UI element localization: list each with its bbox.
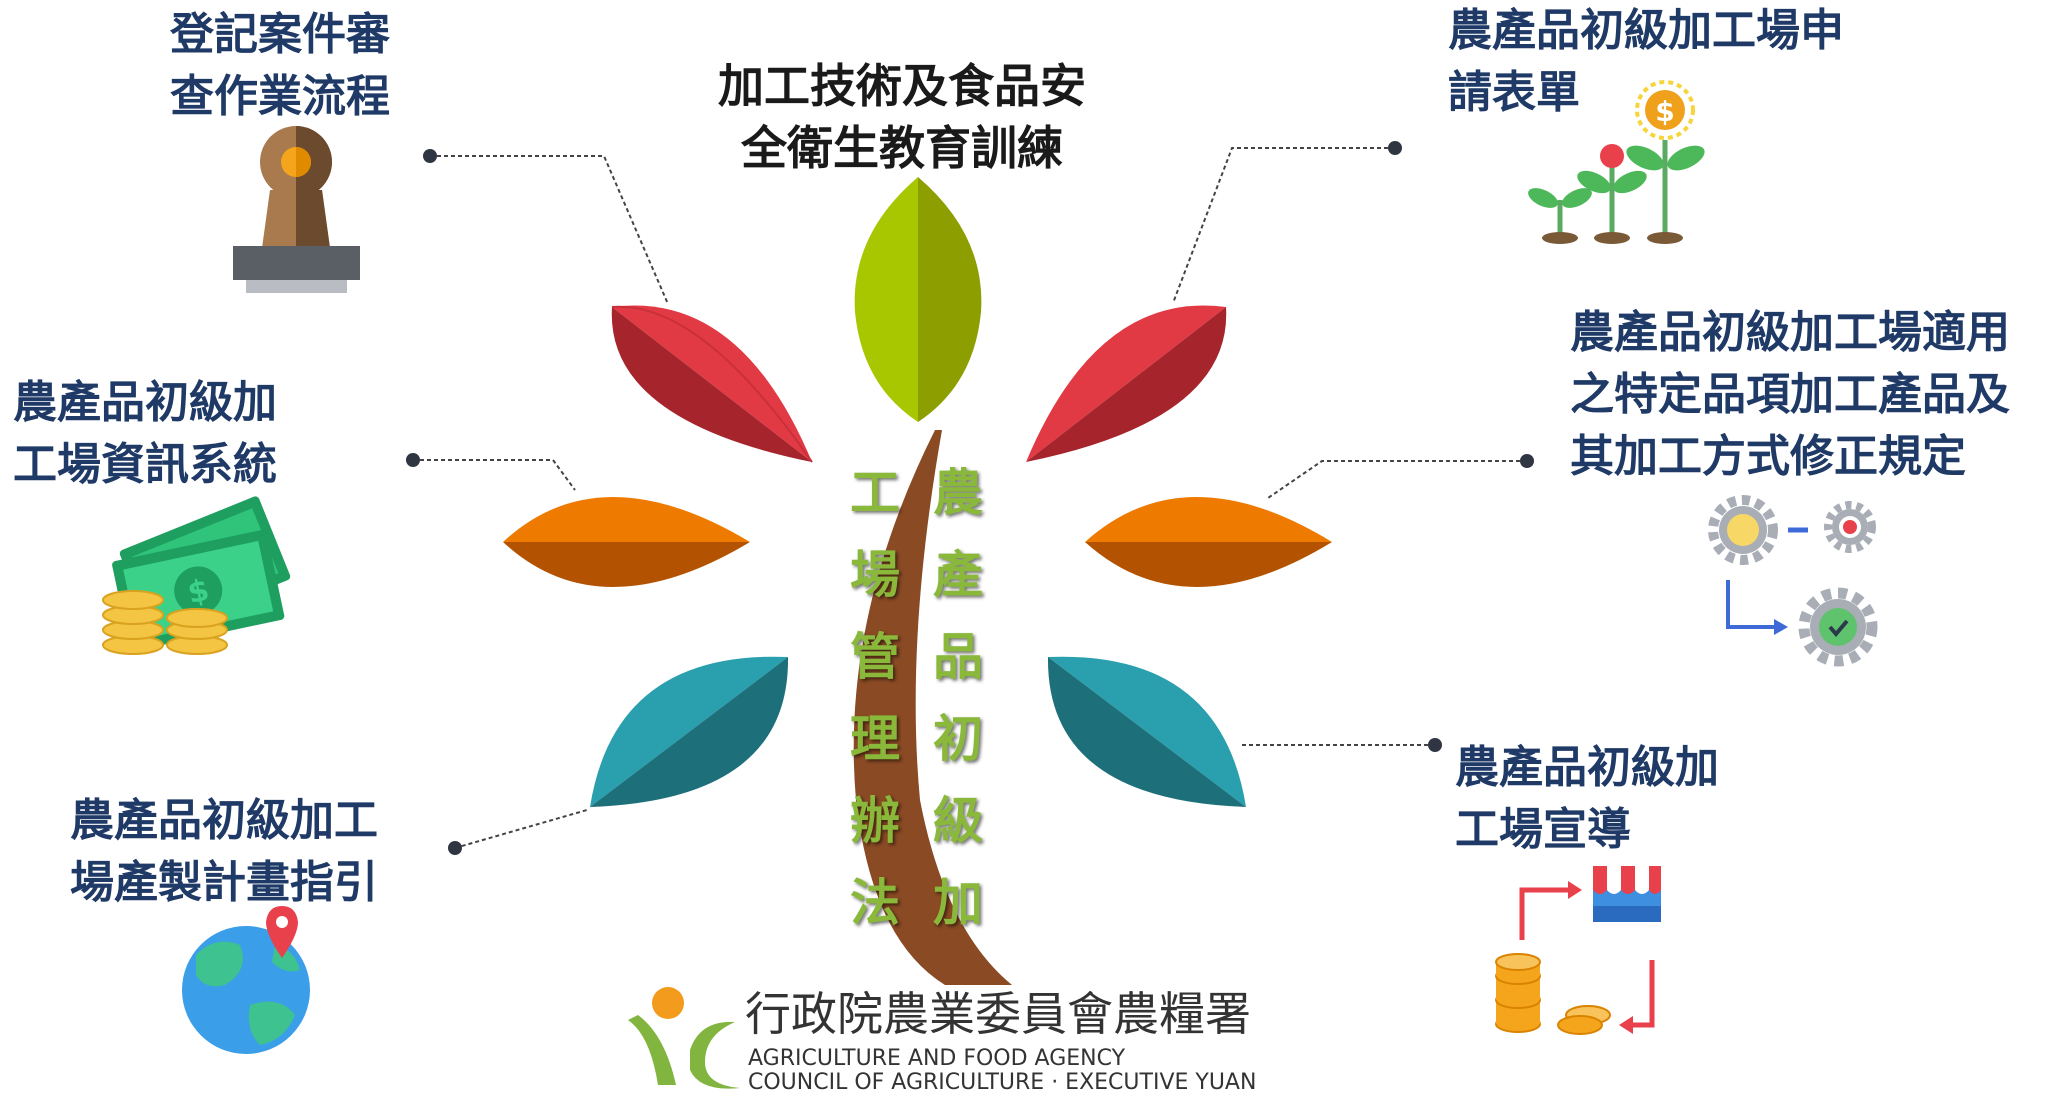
label-line: 農產品初級加工場適用 bbox=[1570, 307, 2010, 358]
label-line: 其加工方式修正規定 bbox=[1570, 431, 1966, 482]
label-application-forms: 農產品初級加工場申 請表單 bbox=[1448, 0, 1844, 124]
connector-top-right bbox=[1172, 147, 1395, 304]
trunk-char: 初 bbox=[933, 710, 983, 768]
label-line: 工場宣導 bbox=[1455, 804, 1631, 855]
money-icon: $ bbox=[102, 496, 291, 655]
center-title-line1: 加工技術及食品安 bbox=[718, 59, 1086, 113]
leaf-red-left bbox=[611, 305, 813, 463]
leaf-orange-left bbox=[503, 497, 750, 587]
center-title-line2: 全衛生教育訓練 bbox=[741, 121, 1063, 175]
trunk-char: 加 bbox=[933, 874, 983, 932]
trunk-char: 法 bbox=[850, 874, 900, 932]
agency-name-zh: 行政院農業委員會農糧署 bbox=[745, 987, 1251, 1041]
trunk-char: 管 bbox=[850, 628, 900, 686]
label-amended-regulations: 農產品初級加工場適用 之特定品項加工產品及 其加工方式修正規定 bbox=[1570, 302, 2010, 488]
label-line: 農產品初級加 bbox=[13, 377, 277, 428]
label-promotion: 農產品初級加 工場宣導 bbox=[1455, 737, 1719, 861]
label-line: 農產品初級加工 bbox=[70, 795, 378, 846]
label-line: 請表單 bbox=[1448, 67, 1580, 118]
leaf-orange-right bbox=[1085, 497, 1332, 587]
connector-dot bbox=[423, 149, 437, 163]
trunk-text-right: 農 產 品 初 級 加 bbox=[928, 452, 988, 944]
svg-text:$: $ bbox=[1655, 95, 1674, 128]
trunk-char: 理 bbox=[850, 710, 900, 768]
leaf-teal-left bbox=[590, 656, 789, 807]
connector-bot-left bbox=[454, 809, 588, 849]
label-line: 登記案件審 bbox=[170, 9, 390, 60]
trunk-char: 工 bbox=[850, 464, 900, 522]
globe-pin-icon bbox=[182, 906, 310, 1054]
connector-dot bbox=[1520, 454, 1534, 468]
label-line: 查作業流程 bbox=[170, 71, 390, 122]
label-production-guide: 農產品初級加工 場產製計畫指引 bbox=[70, 790, 378, 914]
trunk-char: 辦 bbox=[850, 792, 900, 850]
leaf-green-top bbox=[854, 177, 982, 422]
connector-dot bbox=[448, 841, 462, 855]
tree-trunk bbox=[853, 430, 1012, 985]
connector-top-left bbox=[430, 155, 669, 305]
growth-plant-icon: $ bbox=[1528, 80, 1705, 244]
label-registration-review: 登記案件審 查作業流程 bbox=[170, 4, 390, 128]
connector-mid-right bbox=[1267, 460, 1527, 499]
agency-name-en-line2: COUNCIL OF AGRICULTURE · EXECUTIVE YUAN bbox=[748, 1070, 1257, 1095]
process-gears-icon bbox=[1708, 495, 1878, 667]
connector-dot bbox=[406, 453, 420, 467]
supply-chain-icon bbox=[1495, 866, 1661, 1035]
trunk-char: 品 bbox=[933, 628, 983, 686]
label-line: 之特定品項加工產品及 bbox=[1570, 369, 2010, 420]
connector-dot bbox=[1428, 738, 1442, 752]
trunk-text-left: 工 場 管 理 辦 法 bbox=[845, 452, 905, 944]
center-title: 加工技術及食品安 全衛生教育訓練 bbox=[718, 55, 1086, 179]
label-line: 場產製計畫指引 bbox=[70, 857, 378, 908]
connector-mid-left bbox=[413, 459, 576, 491]
trunk-char: 產 bbox=[933, 546, 983, 604]
label-line: 工場資訊系統 bbox=[13, 439, 277, 490]
leaf-red-right bbox=[1026, 305, 1227, 462]
label-line: 農產品初級加工場申 bbox=[1448, 5, 1844, 56]
agency-logo-mark bbox=[628, 987, 740, 1089]
trunk-char: 級 bbox=[933, 792, 983, 850]
label-line: 農產品初級加 bbox=[1455, 742, 1719, 793]
label-info-system: 農產品初級加 工場資訊系統 bbox=[13, 372, 277, 496]
connector-dot bbox=[1388, 141, 1402, 155]
trunk-char: 農 bbox=[933, 464, 983, 522]
leaf-teal-right bbox=[1047, 656, 1246, 807]
stamp-icon bbox=[233, 126, 360, 293]
agency-name-en-line1: AGRICULTURE AND FOOD AGENCY bbox=[748, 1046, 1126, 1071]
trunk-char: 場 bbox=[850, 546, 900, 604]
